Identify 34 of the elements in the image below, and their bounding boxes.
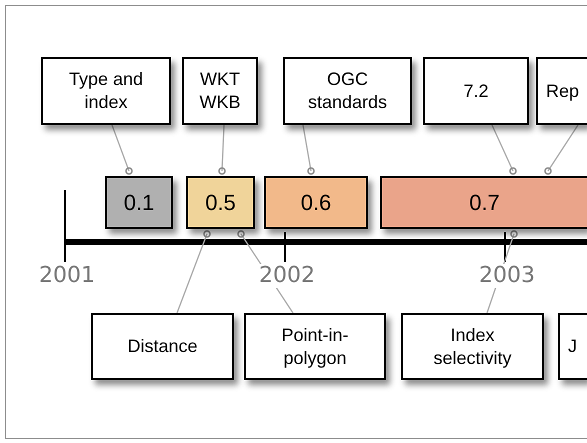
feature-box (423, 57, 529, 125)
version-label: 0.1 (124, 191, 154, 214)
feature-box (401, 313, 544, 380)
leader-line (302, 124, 315, 175)
feature-box (91, 313, 234, 380)
feature-label: OGC standards (306, 68, 388, 114)
version-bar (264, 176, 368, 229)
version-bar (186, 176, 255, 229)
version-label: 0.6 (300, 191, 332, 214)
feature-label: Type and index (68, 68, 144, 114)
feature-label: WKT WKB (200, 68, 240, 114)
feature-box (283, 57, 412, 125)
feature-box (536, 57, 587, 125)
feature-label: 7.2 (463, 80, 489, 102)
feature-label: Index selectivity (432, 324, 513, 370)
version-bar (105, 176, 173, 229)
leader-line (544, 124, 579, 175)
feature-box (558, 313, 587, 380)
leader-line (218, 124, 226, 175)
version-bar (380, 176, 587, 229)
year-label: 2003 (478, 264, 536, 288)
feature-label: J (567, 335, 577, 358)
leader-line (491, 124, 517, 175)
version-label: 0.5 (205, 191, 236, 214)
feature-box (182, 57, 258, 125)
leader-line (111, 124, 133, 175)
feature-label: Rep (545, 80, 580, 102)
feature-box (41, 57, 171, 125)
feature-box (244, 313, 386, 380)
feature-label: Distance (127, 335, 198, 358)
feature-label: Point-in-polygon (280, 324, 350, 370)
year-label: 2002 (258, 264, 316, 288)
version-label: 0.7 (469, 191, 500, 214)
leader-line (176, 230, 211, 314)
